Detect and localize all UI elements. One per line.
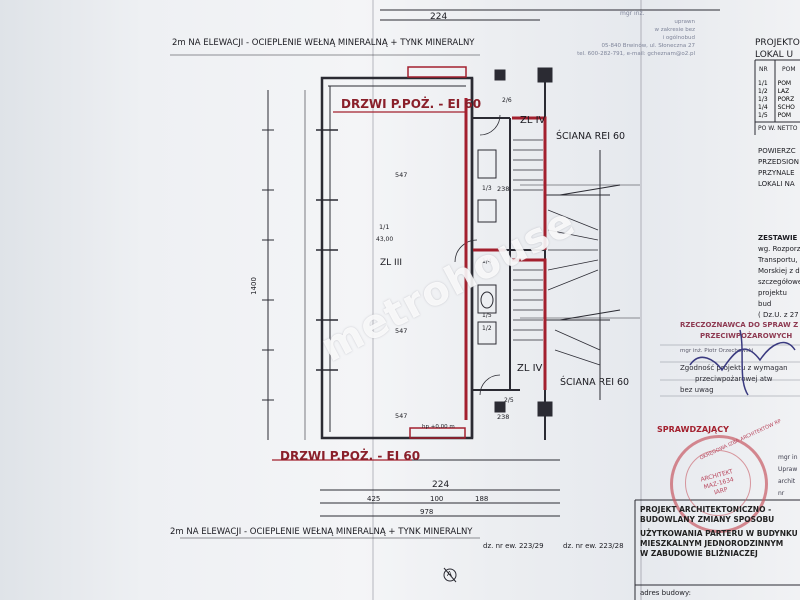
axis-marker: A: [447, 570, 452, 578]
room-number: 1/3: [482, 185, 492, 192]
dimension: 224: [430, 12, 448, 22]
dimension: 238: [497, 413, 510, 421]
designer-stamp-title: mgr inż.: [620, 10, 645, 17]
top-insulation-note: 2m NA ELEWACJI - OCIEPLENIE WEŁNĄ MINERA…: [172, 38, 475, 48]
bottom-insulation-note: 2m NA ELEWACJI - OCIEPLENIE WEŁNĄ MINERA…: [170, 527, 473, 537]
room-number: 1/4: [482, 258, 492, 265]
address-label: adres budowy:: [640, 589, 691, 597]
zone-label-top: ZL IV: [520, 115, 546, 126]
level-marker: hp +0,00 m: [422, 424, 455, 430]
dimension: 978: [420, 508, 434, 516]
table-header-nr: NR: [759, 66, 768, 73]
room-number: 2/5: [504, 397, 514, 404]
dimension: 224: [432, 480, 450, 490]
verifier-label: SPRAWDZAJĄCY: [657, 425, 729, 434]
wall-rating-bottom: ŚCIANA REI 60: [560, 377, 630, 388]
plot-number: dz. nr ew. 223/28: [563, 542, 624, 550]
room-number: 1/5: [482, 312, 492, 319]
dimension: 547: [395, 412, 408, 420]
table-row: 1/5 POM: [758, 112, 792, 119]
dimension: 425: [367, 495, 381, 503]
wall-rating-top: ŚCIANA REI 60: [556, 131, 626, 142]
paper-fold: [372, 0, 374, 600]
architect-seal: ARCHITEKT MAZ-1634 IARP: [670, 435, 768, 533]
designer-stamp: uprawn w zakresie bez i ogólnobud 05-840…: [577, 19, 695, 57]
room-area: 43,00: [376, 236, 394, 243]
table-footer: PO W. NETTO: [758, 125, 798, 132]
table-row: 1/2 LAZ: [758, 88, 790, 95]
zone-label-main: ZL III: [380, 258, 403, 268]
dimension: 547: [395, 171, 408, 179]
zone-label-bottom: ZL IV: [517, 363, 543, 374]
room-table: 1/1 POM 1/2 LAZ 1/3 PORZ 1/4 SCHO 1/5 PO…: [758, 80, 795, 120]
fire-door-label-top: DRZWI P.POŻ. - EI 60: [341, 97, 482, 111]
plot-number: dz. nr ew. 223/29: [483, 542, 544, 550]
fire-door-label-bottom: DRZWI P.POŻ. - EI 60: [280, 449, 421, 463]
project-subtitle: LOKAL U: [755, 50, 794, 60]
project-title: PROJEKTO: [755, 38, 800, 48]
verifier-details: mgr in Upraw archit nr: [778, 454, 798, 497]
dimension: 100: [430, 495, 444, 503]
dimension: 547: [395, 327, 408, 335]
room-number: 1/2: [482, 325, 492, 332]
table-row: 1/3 PORZ: [758, 96, 795, 103]
title-block: PROJEKT ARCHITEKTONICZNO - BUDOWLANY ZMI…: [640, 505, 798, 558]
dimension: 188: [475, 495, 489, 503]
table-header-pom: POM: [782, 66, 796, 73]
area-notes: POWIERZC PRZEDSION PRZYNALE LOKALI NA: [758, 147, 799, 188]
table-row: 1/4 SCHO: [758, 104, 795, 111]
room-number: 1/1: [379, 223, 390, 231]
table-row: 1/1 POM: [758, 80, 792, 87]
paper-fold: [640, 0, 642, 600]
dimension: 238: [497, 185, 510, 193]
compliance-notes: ZESTAWIE wg. Rozporz Transportu, Morskie…: [758, 234, 800, 319]
room-number: 2/6: [502, 97, 512, 104]
fire-expert-stamp: RZECZOZNAWCA DO SPRAW Z PRZECIWPOŻAROWYC…: [680, 321, 799, 394]
